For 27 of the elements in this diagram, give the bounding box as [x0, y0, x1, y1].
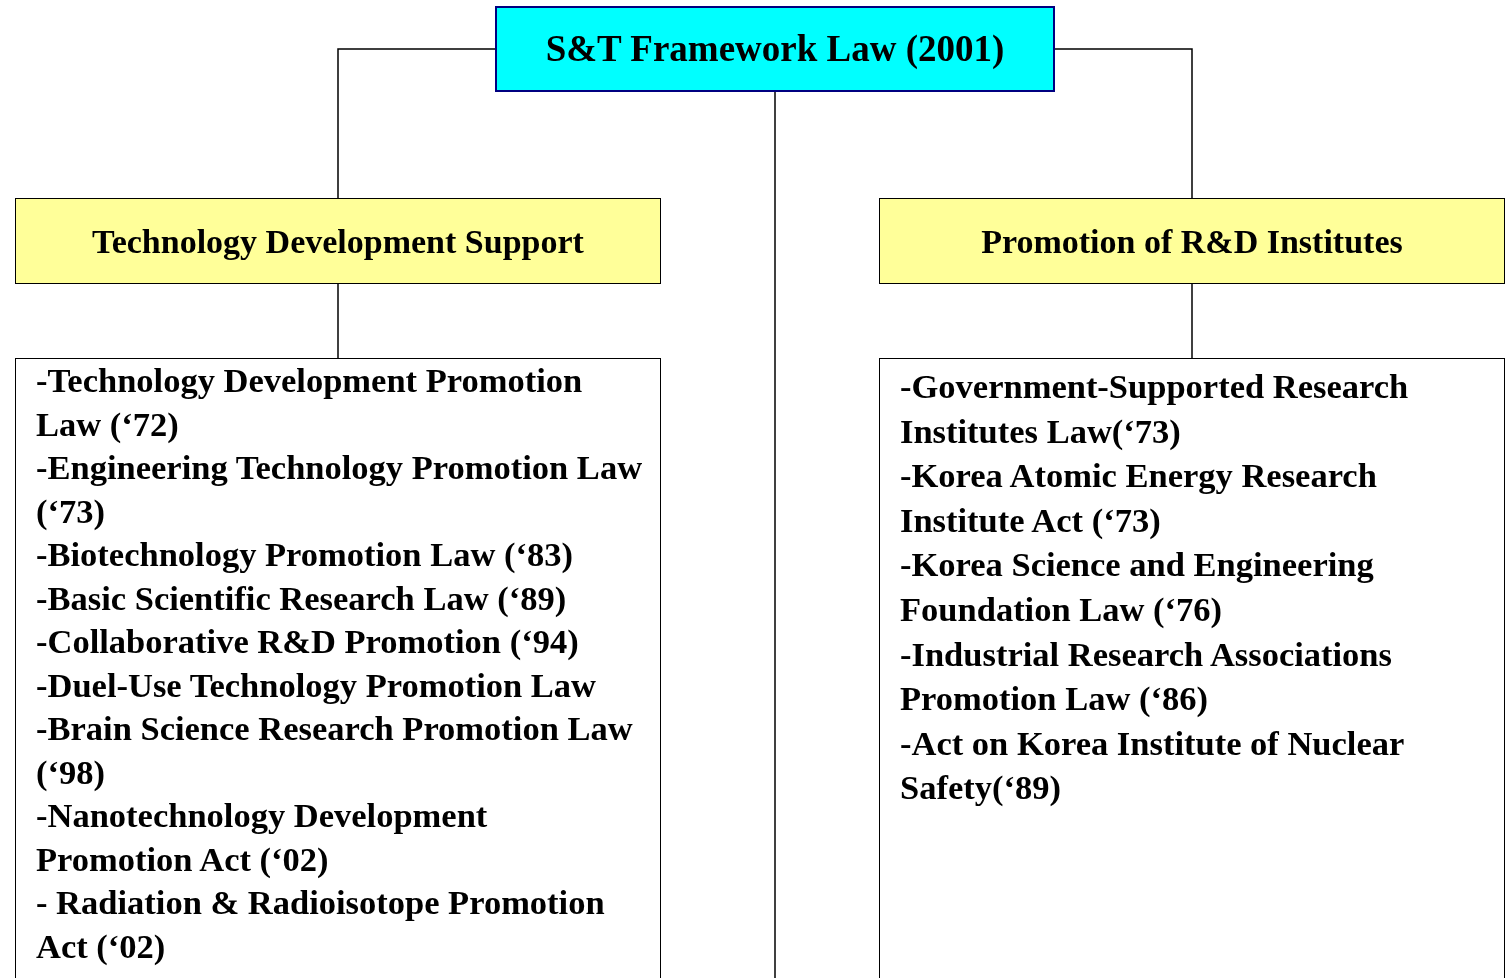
- law-item: -Government-Supported Research Institutes Law(‘73): [900, 366, 1410, 452]
- law-item: -Korea Atomic Energy Research Institute Act (‘73): [900, 455, 1378, 541]
- title-box: [495, 6, 1055, 92]
- law-item: -Biotechnology Promotion Law (‘83): [36, 534, 574, 575]
- connector-line: [1191, 283, 1193, 359]
- law-item: -Act on Korea Institute of Nuclear Safety(‘89): [900, 722, 1405, 809]
- law-item: -Nanotechnology Development Promotion Act (‘02): [36, 795, 489, 880]
- category-box: [879, 198, 1505, 284]
- law-list-box: [879, 358, 1505, 978]
- law-item: -Duel-Use Technology Promotion Law: [36, 664, 597, 706]
- law-item: -Engineering Technology Promotion Law (‘73): [36, 447, 644, 532]
- box-label: Technology Development Support: [92, 221, 584, 262]
- law-list-box: [15, 358, 661, 978]
- box-label: S&T Framework Law (2001): [545, 27, 1005, 72]
- connector-line: [774, 91, 776, 978]
- law-item: -Korea Science and Engineering Foundation Law (‘76): [900, 544, 1375, 630]
- law-item: -Technology Development Promotion Law (‘72): [36, 360, 584, 445]
- connector-line: [337, 283, 339, 359]
- connector-line: [1054, 48, 1193, 199]
- category-box: [15, 198, 661, 284]
- law-item: -Industrial Research Associations Promotion Law (‘86): [900, 633, 1393, 720]
- law-item: -Basic Scientific Research Law (‘89): [36, 577, 568, 619]
- law-item: - Radiation & Radioisotope Promotion Act (‘02): [36, 882, 606, 967]
- connector-line: [337, 48, 496, 199]
- box-label: Promotion of R&D Institutes: [981, 221, 1403, 262]
- law-item: -Collaborative R&D Promotion (‘94): [36, 621, 580, 662]
- law-item: -Brain Science Research Promotion Law (‘98): [36, 708, 634, 793]
